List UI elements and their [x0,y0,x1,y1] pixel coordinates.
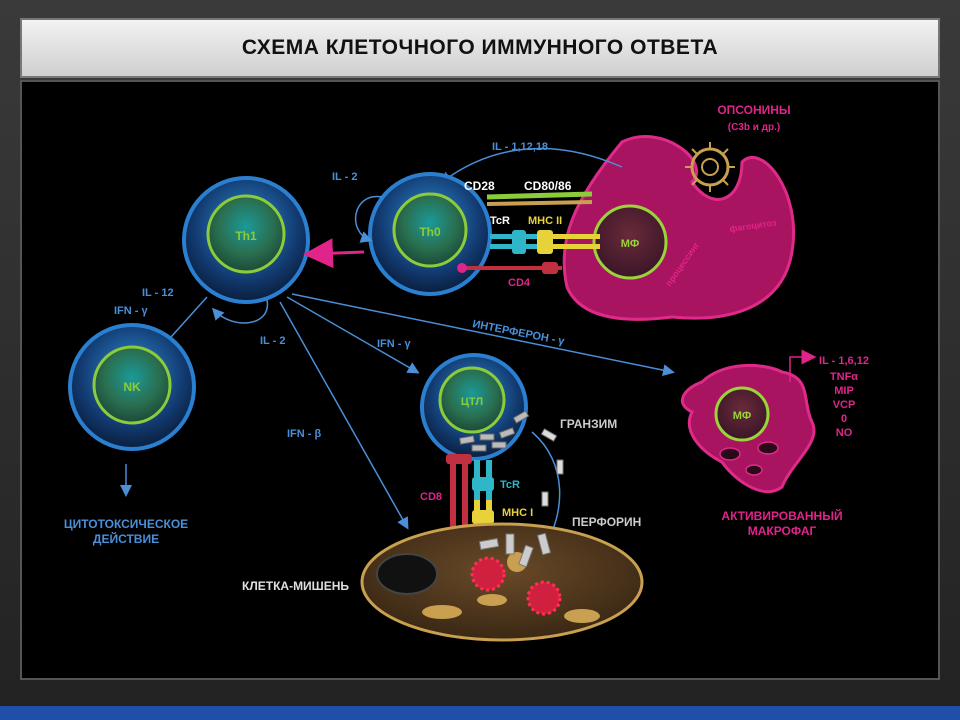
svg-text:MIP: MIP [834,385,854,397]
il-1-12-18-arrow [439,147,623,184]
il2-mid-label: IL - 2 [260,335,285,347]
cd28-label: CD28 [464,179,495,193]
target-organelle-2 [477,594,507,606]
nk-nucleus [92,345,172,425]
cd8-label: CD8 [420,491,442,503]
perforin-label: ПЕРФОРИН [572,515,641,529]
opsonins-sub-label: (C3b и др.) [728,122,781,133]
tcr-bottom-label: TcR [500,479,520,491]
il2-autocrine-arrow [354,196,383,243]
perforin-pores [470,552,562,616]
ctl-label: ЦТЛ [461,396,483,408]
svg-text:IL - 1,6,12: IL - 1,6,12 [819,355,869,367]
svg-text:NO: NO [836,427,853,439]
cd80-band [486,200,593,206]
svg-text:TNFα: TNFα [830,371,858,383]
activated-macrophage-nucleus [714,386,770,442]
page-title: СХЕМА КЛЕТОЧНОГО ИММУННОГО ОТВЕТА [241,36,719,59]
macrophage-label: МФ [621,238,640,250]
opsonins-label: ОПСОНИНЫ [717,103,790,117]
diagram-canvas: ОПСОНИНЫ (C3b и др.) МФ фагоцитоз процес… [20,80,940,680]
ifn-gamma-left-label: IFN - γ [114,305,148,317]
target-organelle-3 [564,609,600,623]
activated-label-2: МАКРОФАГ [748,524,817,538]
ifn-beta-arrow [279,301,409,530]
cytotoxic-label-2: ДЕЙСТВИЕ [93,531,159,546]
ctl-granules [459,410,530,452]
th0-nucleus [392,192,468,268]
nk-label: NK [123,380,141,394]
ifn-gamma-to-ctl-arrow [286,296,420,374]
cd8-tcr-mhc1-complex [446,454,494,538]
granzyme-label: ГРАНЗИМ [560,417,617,431]
svg-text:VCP: VCP [833,399,856,411]
virus-particle [685,142,735,192]
ifn-gamma-mid-label: IFN - γ [377,338,411,350]
macrophage-nucleus [592,204,668,280]
cd28-band [486,191,593,200]
activated-macrophage-label: МФ [733,410,752,422]
ctl-nucleus [438,366,506,434]
immune-response-diagram: ОПСОНИНЫ (C3b и др.) МФ фагоцитоз процес… [64,103,869,642]
th1-label: Th1 [235,229,257,243]
perforin-granules [540,428,564,507]
tcr-mhc2-complex [490,230,600,254]
target-cell-label: КЛЕТКА-МИШЕНЬ [242,579,349,593]
bottom-strip [0,706,960,720]
th0-label: Th0 [419,225,441,239]
target-nucleus [376,553,438,595]
secreted-cytokines: IL - 1,6,12 TNFα MIP VCP 0 NO [819,355,869,439]
cd4-label: CD4 [508,277,531,289]
il2-top-label: IL - 2 [332,171,357,183]
activated-label-1: АКТИВИРОВАННЫЙ [721,508,842,523]
cytotoxic-label-1: ЦИТОТОКСИЧЕСКОЕ [64,517,188,531]
mhc1-label: МНС I [502,507,533,519]
il2-mid-arrow [211,299,268,324]
pore-channels [478,532,552,568]
activated-macrophage-vacuoles [719,441,779,476]
ifn-beta-label: IFN - β [287,428,321,440]
il12-label: IL - 12 [142,287,174,299]
mhc2-label: МНС II [528,215,562,227]
secretion-arrow [789,349,817,382]
tcr-top-label: TcR [490,215,510,227]
th0-to-th1-arrow [303,238,365,269]
cd80-86-label: CD80/86 [524,179,572,193]
target-organelle-1 [422,605,462,619]
th1-nucleus [206,194,286,274]
interferon-to-macrophage-arrow [291,293,675,377]
il-1-12-18-label: IL - 1,12,18 [492,141,548,153]
svg-text:0: 0 [841,413,847,425]
title-bar: СХЕМА КЛЕТОЧНОГО ИММУННОГО ОТВЕТА [20,18,940,78]
